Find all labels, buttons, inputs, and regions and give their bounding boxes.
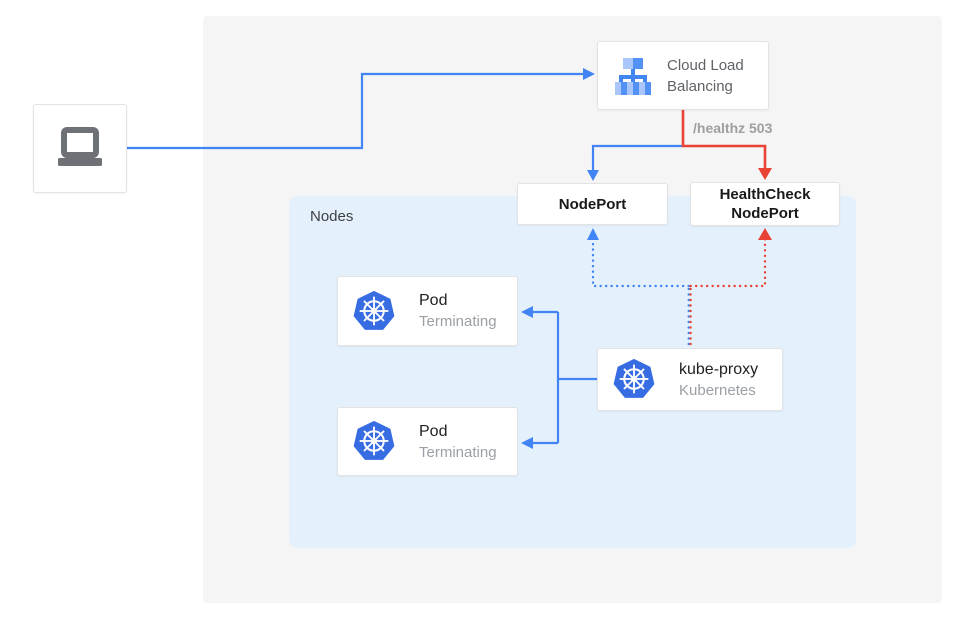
kubernetes-icon — [613, 359, 655, 398]
pod-title: Pod — [419, 422, 448, 440]
healthcheck-nodeport-label: HealthCheck NodePort — [719, 186, 811, 222]
nodeport-label: NodePort — [558, 195, 627, 213]
load-balancer-icon — [615, 57, 651, 95]
healthz-503-label: /healthz 503 — [693, 120, 773, 136]
pod-title: Pod — [419, 292, 448, 309]
pod-terminating-node-1: Pod Terminating — [337, 276, 518, 346]
client-node — [33, 104, 127, 193]
nodes-panel-label: Nodes — [310, 208, 354, 225]
cloud-load-balancing-node: Cloud Load Balancing — [597, 41, 769, 110]
kube-proxy-node: kube-proxy Kubernetes — [597, 348, 783, 411]
kubernetes-icon — [353, 421, 395, 460]
laptop-icon — [58, 126, 102, 166]
kube-proxy-subtitle: Kubernetes — [679, 381, 756, 399]
pod-terminating-node-2: Pod Terminating — [337, 407, 518, 476]
cloud-load-balancing-label: Cloud Load Balancing — [667, 56, 744, 95]
kubernetes-icon — [353, 290, 395, 330]
pod-status: Terminating — [419, 313, 497, 330]
nodeport-node: NodePort — [517, 183, 668, 225]
pod-status: Terminating — [419, 443, 497, 461]
healthcheck-nodeport-node: HealthCheck NodePort — [690, 182, 840, 226]
kube-proxy-title: kube-proxy — [679, 360, 759, 378]
